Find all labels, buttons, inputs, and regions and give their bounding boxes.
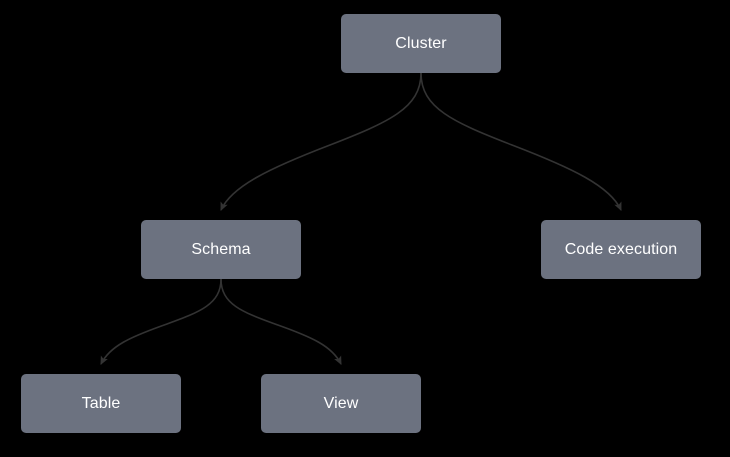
edge-schema-to-view [220,278,342,365]
node-view-label: View [323,394,359,412]
edge-schema-to-table [100,278,222,365]
edge-cluster-to-code-execution [420,72,622,211]
node-schema-label: Schema [191,240,251,258]
node-view[interactable]: View [261,374,421,433]
node-code-execution[interactable]: Code execution [541,220,701,279]
node-cluster-label: Cluster [395,34,447,52]
node-table-label: Table [81,394,121,412]
edge-cluster-to-schema [220,72,422,211]
node-code-execution-label: Code execution [564,240,678,258]
node-table[interactable]: Table [21,374,181,433]
node-cluster[interactable]: Cluster [341,14,501,73]
node-schema[interactable]: Schema [141,220,301,279]
